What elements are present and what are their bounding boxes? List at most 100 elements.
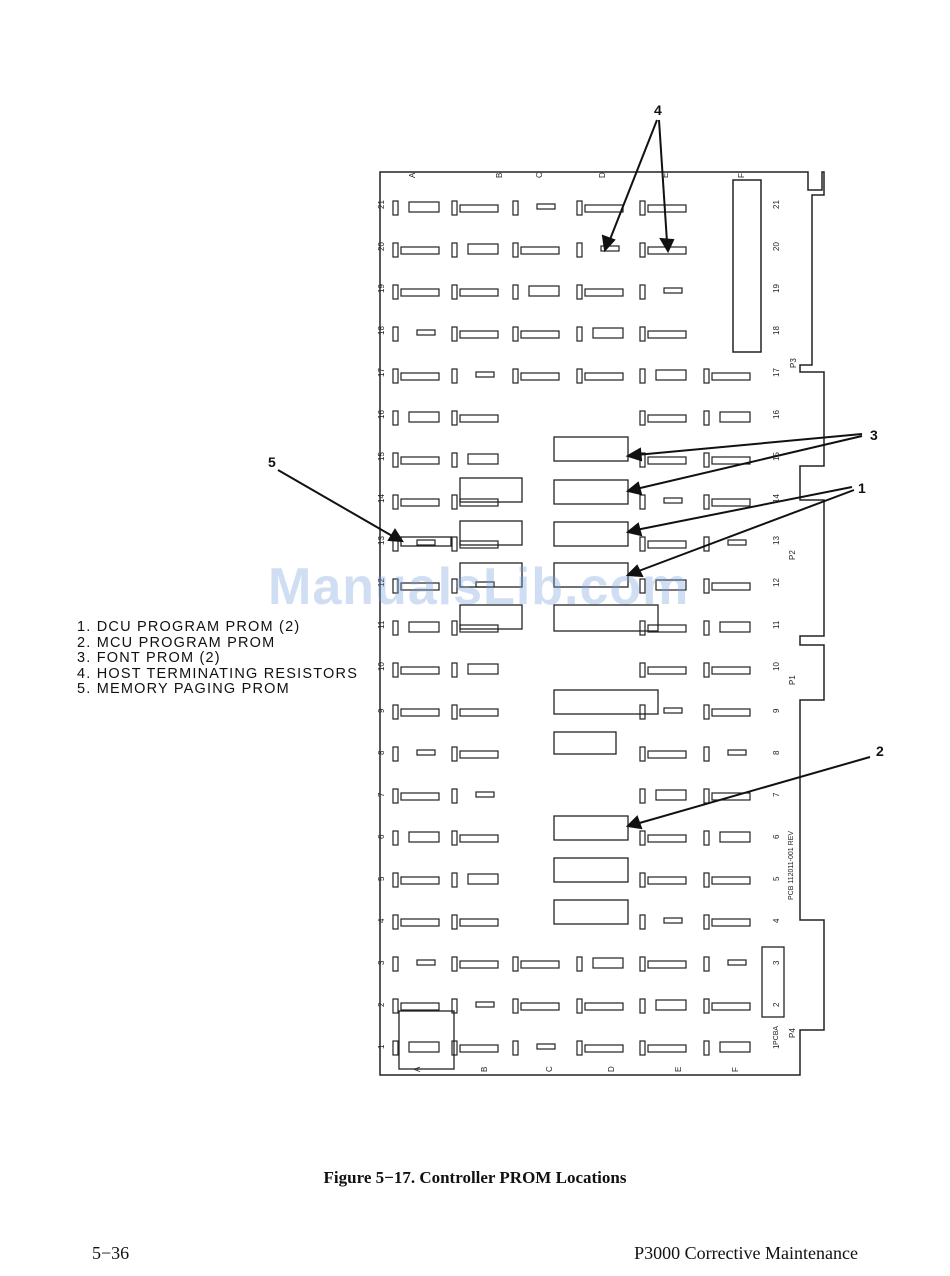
large-chip-2 — [553, 689, 659, 715]
row-label-left: 12 — [377, 578, 386, 587]
row-label-right: 7 — [772, 792, 781, 797]
callout-1: 1 — [858, 480, 866, 496]
row-label-right: 12 — [772, 578, 781, 587]
row-label-left: 9 — [377, 708, 386, 713]
ic-chip — [711, 918, 751, 927]
row-label-left: 5 — [377, 876, 386, 881]
capacitor — [467, 663, 499, 675]
row-label-left: 6 — [377, 834, 386, 839]
resistor — [663, 497, 683, 504]
bypass-capacitor — [392, 410, 399, 426]
ic-chip — [647, 834, 687, 843]
ic-chip — [647, 540, 687, 549]
ic-chip — [400, 246, 440, 255]
ram-chip-4 — [459, 604, 523, 630]
connector-label: P3 — [789, 358, 798, 368]
bypass-capacitor — [576, 368, 583, 384]
bypass-capacitor — [639, 830, 646, 846]
row-label-left: 13 — [377, 536, 386, 545]
bypass-capacitor — [451, 242, 458, 258]
bypass-capacitor — [392, 998, 399, 1014]
capacitor — [408, 201, 440, 213]
ic-chip — [711, 876, 751, 885]
row-label-right: 8 — [772, 750, 781, 755]
pcb-part-label: PCB 112011-001 REV — [788, 831, 795, 900]
bypass-capacitor — [703, 494, 710, 510]
column-label-bottom: C — [545, 1066, 554, 1072]
legend-item: 2. MCU PROGRAM PROM — [77, 634, 276, 651]
bypass-capacitor — [576, 284, 583, 300]
callout-3: 3 — [870, 427, 878, 443]
row-label-left: 8 — [377, 750, 386, 755]
row-label-right: 3 — [772, 960, 781, 965]
bypass-capacitor — [451, 830, 458, 846]
ic-chip — [711, 498, 751, 507]
bypass-capacitor — [639, 326, 646, 342]
ic-chip — [459, 750, 499, 759]
dcu-prom-1 — [553, 521, 629, 547]
row-label-left: 7 — [377, 792, 386, 797]
resistor — [663, 917, 683, 924]
bypass-capacitor — [451, 368, 458, 384]
capacitor — [467, 873, 499, 885]
capacitor — [655, 789, 687, 801]
bypass-capacitor — [639, 620, 646, 636]
row-label-right: 15 — [772, 452, 781, 461]
capacitor — [719, 831, 751, 843]
row-label-right: 11 — [772, 620, 781, 629]
column-label-top: D — [598, 172, 607, 178]
capacitor — [719, 621, 751, 633]
bypass-capacitor — [392, 200, 399, 216]
bypass-capacitor — [451, 998, 458, 1014]
row-label-right: 13 — [772, 536, 781, 545]
resistor — [416, 959, 436, 966]
bypass-capacitor — [392, 956, 399, 972]
column-label-top: C — [535, 172, 544, 178]
bypass-capacitor — [639, 872, 646, 888]
ic-chip — [400, 666, 440, 675]
column-label-top: F — [737, 173, 746, 178]
ic-chip — [647, 750, 687, 759]
row-label-right: 10 — [772, 662, 781, 671]
bypass-capacitor — [703, 578, 710, 594]
bypass-capacitor — [451, 452, 458, 468]
bypass-capacitor — [392, 494, 399, 510]
capacitor — [719, 1041, 751, 1053]
connector-label: P2 — [788, 550, 797, 560]
row-label-right: 19 — [772, 284, 781, 293]
ic-chip — [711, 1002, 751, 1011]
row-label-right: 6 — [772, 834, 781, 839]
row-label-right: 5 — [772, 876, 781, 881]
ic-chip — [400, 372, 440, 381]
row-label-right: 4 — [772, 918, 781, 923]
bypass-capacitor — [392, 578, 399, 594]
bypass-capacitor — [512, 368, 519, 384]
row-label-right: 2 — [772, 1002, 781, 1007]
large-chip-1 — [553, 604, 659, 632]
figure-caption: Figure 5−17. Controller PROM Locations — [323, 1168, 627, 1187]
bypass-capacitor — [392, 326, 399, 342]
bypass-capacitor — [451, 704, 458, 720]
ic-chip — [400, 876, 440, 885]
row-label-left: 20 — [377, 242, 386, 251]
bypass-capacitor — [703, 662, 710, 678]
column-label-bottom: F — [731, 1067, 740, 1072]
bypass-capacitor — [392, 620, 399, 636]
ic-chip — [459, 918, 499, 927]
resistor — [416, 329, 436, 336]
chip-5-row — [553, 857, 629, 883]
row-label-right: 16 — [772, 410, 781, 419]
ic-chip — [459, 288, 499, 297]
bypass-capacitor — [639, 956, 646, 972]
ic-chip — [400, 456, 440, 465]
callout-arrows — [277, 119, 871, 830]
ic-chip — [459, 414, 499, 423]
resistor — [475, 371, 495, 378]
bypass-capacitor — [576, 1040, 583, 1056]
ic-chip — [711, 666, 751, 675]
mcu-prom — [553, 815, 629, 841]
column-label-top: E — [661, 173, 670, 178]
row-label-right: 21 — [772, 200, 781, 209]
bypass-capacitor — [512, 1040, 519, 1056]
